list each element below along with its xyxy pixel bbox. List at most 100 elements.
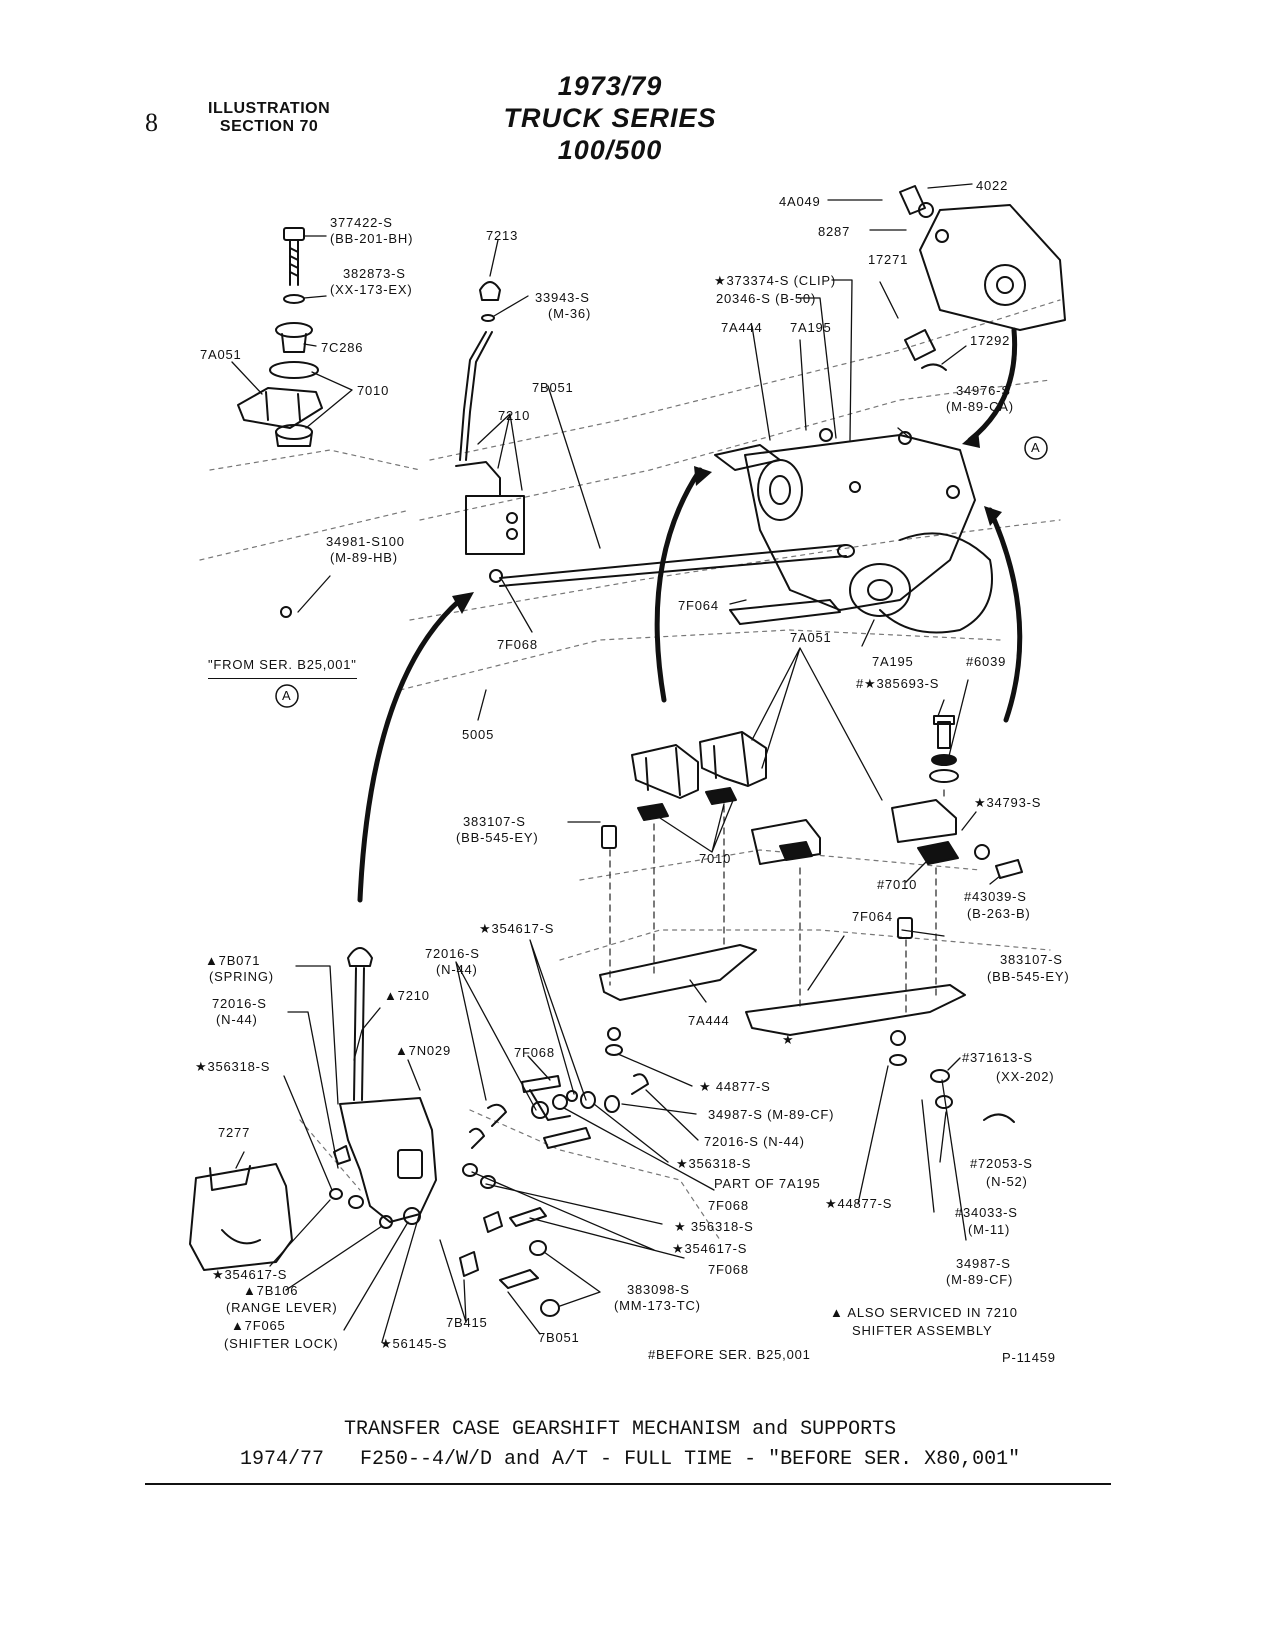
mount-brackets	[601, 715, 1023, 939]
part-label: (BB-201-BH)	[330, 231, 414, 246]
part-label: 7F064	[678, 598, 719, 613]
part-label: 7F068	[708, 1198, 749, 1213]
crossmember-plates	[599, 944, 1015, 1123]
part-label: 8287	[818, 224, 851, 239]
part-label: (RANGE LEVER)	[226, 1300, 338, 1315]
part-label: 377422-S	[330, 215, 393, 230]
part-label: (SHIFTER LOCK)	[224, 1336, 339, 1351]
part-label: ★356318-S	[195, 1059, 271, 1074]
page-number: 8	[145, 108, 158, 137]
figure-caption: TRANSFER CASE GEARSHIFT MECHANISM and SU…	[344, 1418, 897, 1441]
part-label: 5005	[462, 727, 495, 742]
leader-lines	[231, 183, 1001, 1343]
part-label: (SPRING)	[209, 969, 274, 984]
section-line-2: SECTION 70	[219, 118, 319, 135]
part-label: #72053-S	[970, 1156, 1033, 1171]
frame-outline	[199, 299, 1061, 1241]
figure-number: P-11459	[1002, 1350, 1056, 1365]
part-label: ★354617-S	[212, 1267, 288, 1282]
part-label: PART OF 7A195	[714, 1176, 821, 1191]
part-label: ▲7B106	[243, 1283, 299, 1298]
page-title: 1973/79 TRUCK SERIES 100/500	[455, 70, 765, 166]
part-label: ★	[782, 1032, 795, 1047]
part-label: 7B415	[446, 1315, 488, 1330]
part-label: 383107-S	[1000, 952, 1063, 967]
figure-subcaption: 1974/77 F250--4/W/D and A/T - FULL TIME …	[240, 1448, 1021, 1471]
section-line-1: ILLUSTRATION	[208, 100, 331, 117]
part-label: ★56145-S	[380, 1336, 448, 1351]
part-label: 7F068	[708, 1262, 749, 1277]
part-label: (M-89-CF)	[946, 1272, 1014, 1287]
part-label: 17271	[868, 252, 909, 267]
part-label: ▲7N029	[395, 1043, 451, 1058]
part-label: (N-52)	[986, 1174, 1028, 1189]
part-label: #6039	[966, 654, 1007, 669]
title-years: 1973/79	[557, 71, 663, 101]
part-label: (MM-173-TC)	[614, 1298, 701, 1313]
part-label: 72016-S	[212, 996, 267, 1011]
part-label: #34033-S	[955, 1205, 1018, 1220]
part-label: 7210	[498, 408, 531, 423]
callout-letter: A	[282, 688, 292, 703]
illustration-section: ILLUSTRATION SECTION 70	[208, 100, 330, 136]
part-label: ▲7210	[384, 988, 430, 1003]
part-label: 7A195	[872, 654, 914, 669]
part-label: (BB-545-EY)	[987, 969, 1070, 984]
part-label: (BB-545-EY)	[456, 830, 539, 845]
part-label: ★354617-S	[479, 921, 555, 936]
part-label: 7C286	[321, 340, 364, 355]
part-label: 34981-S100	[326, 534, 405, 549]
part-label: 7B051	[538, 1330, 580, 1345]
part-label: 34976-S	[956, 383, 1011, 398]
part-label: (M-36)	[548, 306, 592, 321]
part-label: 7A051	[790, 630, 832, 645]
part-label: (B-263-B)	[967, 906, 1031, 921]
part-label: ★34793-S	[974, 795, 1042, 810]
legend-note: SHIFTER ASSEMBLY	[852, 1323, 993, 1338]
part-label: (XX-173-EX)	[330, 282, 413, 297]
part-label: 7A444	[721, 320, 763, 335]
part-label: 72016-S (N-44)	[704, 1134, 805, 1149]
part-label: ★44877-S	[825, 1196, 893, 1211]
part-label: 7F068	[514, 1045, 555, 1060]
assembly-arrows	[357, 327, 1023, 903]
part-label: ▲7F065	[231, 1318, 286, 1333]
part-label: #★385693-S	[856, 676, 940, 691]
part-label: (XX-202)	[996, 1069, 1055, 1084]
part-label: 7213	[486, 228, 519, 243]
linkage-hardware	[459, 1073, 649, 1317]
upper-shift-lever	[455, 281, 855, 587]
part-label: 7010	[699, 851, 732, 866]
part-label: 383107-S	[463, 814, 526, 829]
part-label: 34987-S	[956, 1256, 1011, 1271]
callout-letter: A	[1031, 440, 1041, 455]
part-label: 20346-S (B-50)	[716, 291, 817, 306]
serial-note: #BEFORE SER. B25,001	[648, 1347, 811, 1362]
part-label: 382873-S	[343, 266, 406, 281]
part-label: 4022	[976, 178, 1009, 193]
serial-note: "FROM SER. B25,001"	[208, 657, 357, 679]
part-label: 7277	[218, 1125, 251, 1140]
title-series: TRUCK SERIES 100/500	[503, 103, 717, 165]
assembly-guide-lines	[609, 789, 945, 1015]
part-label: 17292	[970, 333, 1011, 348]
legend-note: ▲ ALSO SERVICED IN 7210	[830, 1305, 1018, 1320]
part-label: 7A195	[790, 320, 832, 335]
part-label: #43039-S	[964, 889, 1027, 904]
part-label: #371613-S	[962, 1050, 1033, 1065]
part-label: ★373374-S (CLIP)	[714, 273, 837, 288]
part-label: (N-44)	[436, 962, 478, 977]
part-label: 7B051	[532, 380, 574, 395]
part-label: 7A444	[688, 1013, 730, 1028]
part-label: 7A051	[200, 347, 242, 362]
part-label: 7F068	[497, 637, 538, 652]
upper-mount-assembly	[237, 227, 323, 618]
part-label: (M-89-CA)	[946, 399, 1014, 414]
part-label: 7F064	[852, 909, 893, 924]
part-label: 34987-S (M-89-CF)	[708, 1107, 835, 1122]
part-label: ★354617-S	[672, 1241, 748, 1256]
part-label: (M-89-HB)	[330, 550, 398, 565]
part-label: 33943-S	[535, 290, 590, 305]
part-label: ★ 356318-S	[674, 1219, 754, 1234]
